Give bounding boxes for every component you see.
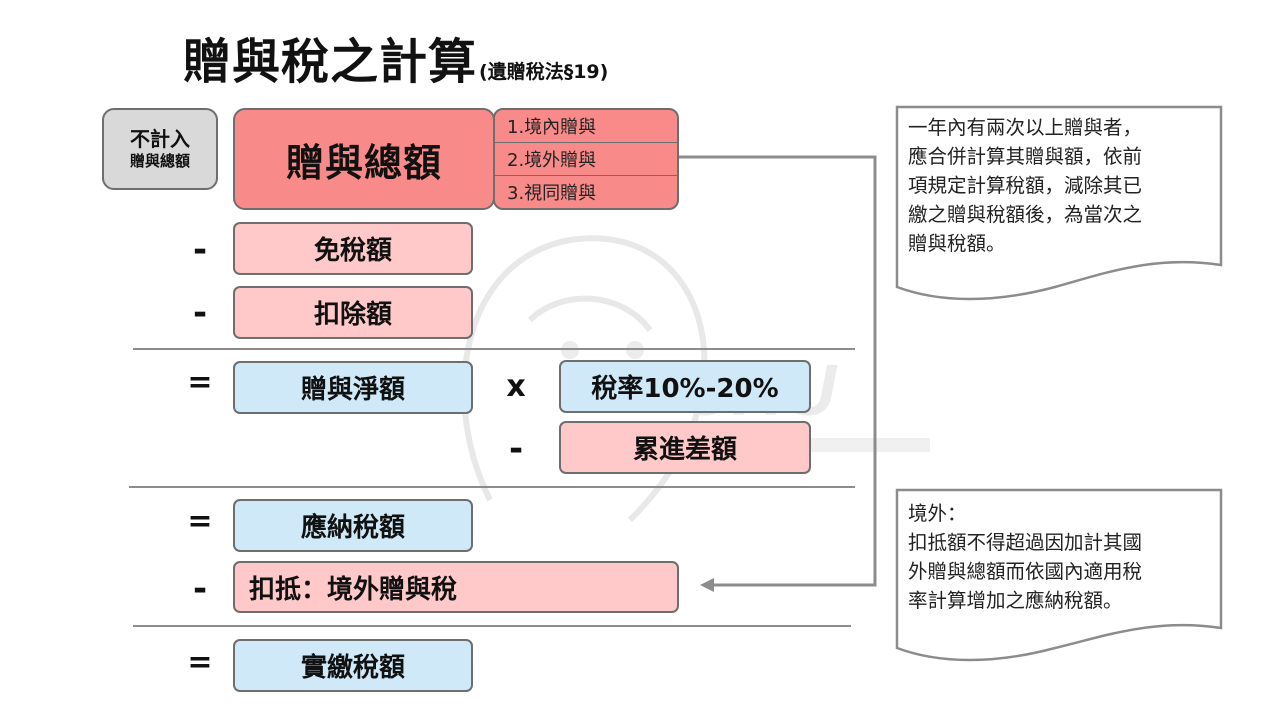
foreign-tax-credit-box: 扣抵：境外贈與稅 bbox=[233, 561, 679, 613]
operator-minus-progressive: - bbox=[508, 429, 524, 469]
operator-minus-credit: - bbox=[192, 569, 208, 609]
exemption-box: 免稅額 bbox=[233, 222, 473, 275]
exemption-label: 免稅額 bbox=[313, 236, 392, 266]
title-main: 贈與稅之計算 bbox=[183, 34, 478, 90]
operator-equals-actual: = bbox=[187, 645, 213, 680]
net-gift-label: 贈與淨額 bbox=[300, 375, 405, 405]
gross-item-domestic: 1.境內贈與 bbox=[495, 110, 677, 143]
gross-gift-total-label: 贈與總額 bbox=[285, 140, 442, 185]
operator-equals-payable: = bbox=[187, 504, 213, 539]
separator-line bbox=[133, 348, 855, 350]
gross-gift-items: 1.境內贈與 2.境外贈與 3.視同贈與 bbox=[493, 108, 679, 210]
separator-line bbox=[133, 625, 851, 627]
tax-payable-box: 應納稅額 bbox=[233, 499, 473, 552]
note-overseas-credit-limit-shape bbox=[895, 488, 1223, 662]
separator-line bbox=[129, 486, 855, 488]
exclude-line2: 贈與總額 bbox=[129, 152, 190, 171]
actual-tax-paid-label: 實繳稅額 bbox=[300, 653, 405, 683]
gross-gift-total-box: 贈與總額 bbox=[233, 108, 495, 210]
exclude-from-gross-box: 不計入 贈與總額 bbox=[102, 108, 218, 190]
page-title: 贈與稅之計算(遺贈稅法§19) bbox=[183, 22, 609, 90]
note-annual-aggregation-shape bbox=[895, 105, 1223, 301]
title-legal-reference: (遺贈稅法§19) bbox=[479, 61, 609, 83]
deduction-label: 扣除額 bbox=[313, 300, 392, 330]
note-annual-aggregation: 一年內有兩次以上贈與者， 應合併計算其贈與額，依前 項規定計算稅額，減除其已 繳… bbox=[908, 116, 1143, 255]
note-overseas-credit-limit: 境外： 扣抵額不得超過因加計其國 外贈與總額而依國內適用稅 率計算增加之應納稅額… bbox=[908, 502, 1143, 612]
gross-item-overseas: 2.境外贈與 bbox=[495, 143, 677, 176]
tax-rate-label: 稅率10%-20% bbox=[591, 374, 779, 404]
operator-equals-net: = bbox=[187, 365, 213, 400]
operator-times: x bbox=[506, 369, 526, 404]
tax-rate-box: 稅率10%-20% bbox=[559, 360, 811, 413]
operator-minus-exemption: - bbox=[192, 230, 208, 270]
foreign-tax-credit-label: 扣抵：境外贈與稅 bbox=[249, 574, 458, 605]
operator-minus-deduction: - bbox=[192, 293, 208, 333]
net-gift-box: 贈與淨額 bbox=[233, 361, 473, 414]
exclude-line1: 不計入 bbox=[130, 127, 190, 152]
progressive-difference-label: 累進差額 bbox=[632, 435, 737, 465]
progressive-difference-box: 累進差額 bbox=[559, 421, 811, 474]
tax-payable-label: 應納稅額 bbox=[300, 513, 405, 543]
actual-tax-paid-box: 實繳稅額 bbox=[233, 639, 473, 692]
deduction-box: 扣除額 bbox=[233, 286, 473, 339]
gross-item-deemed: 3.視同贈與 bbox=[507, 183, 597, 204]
